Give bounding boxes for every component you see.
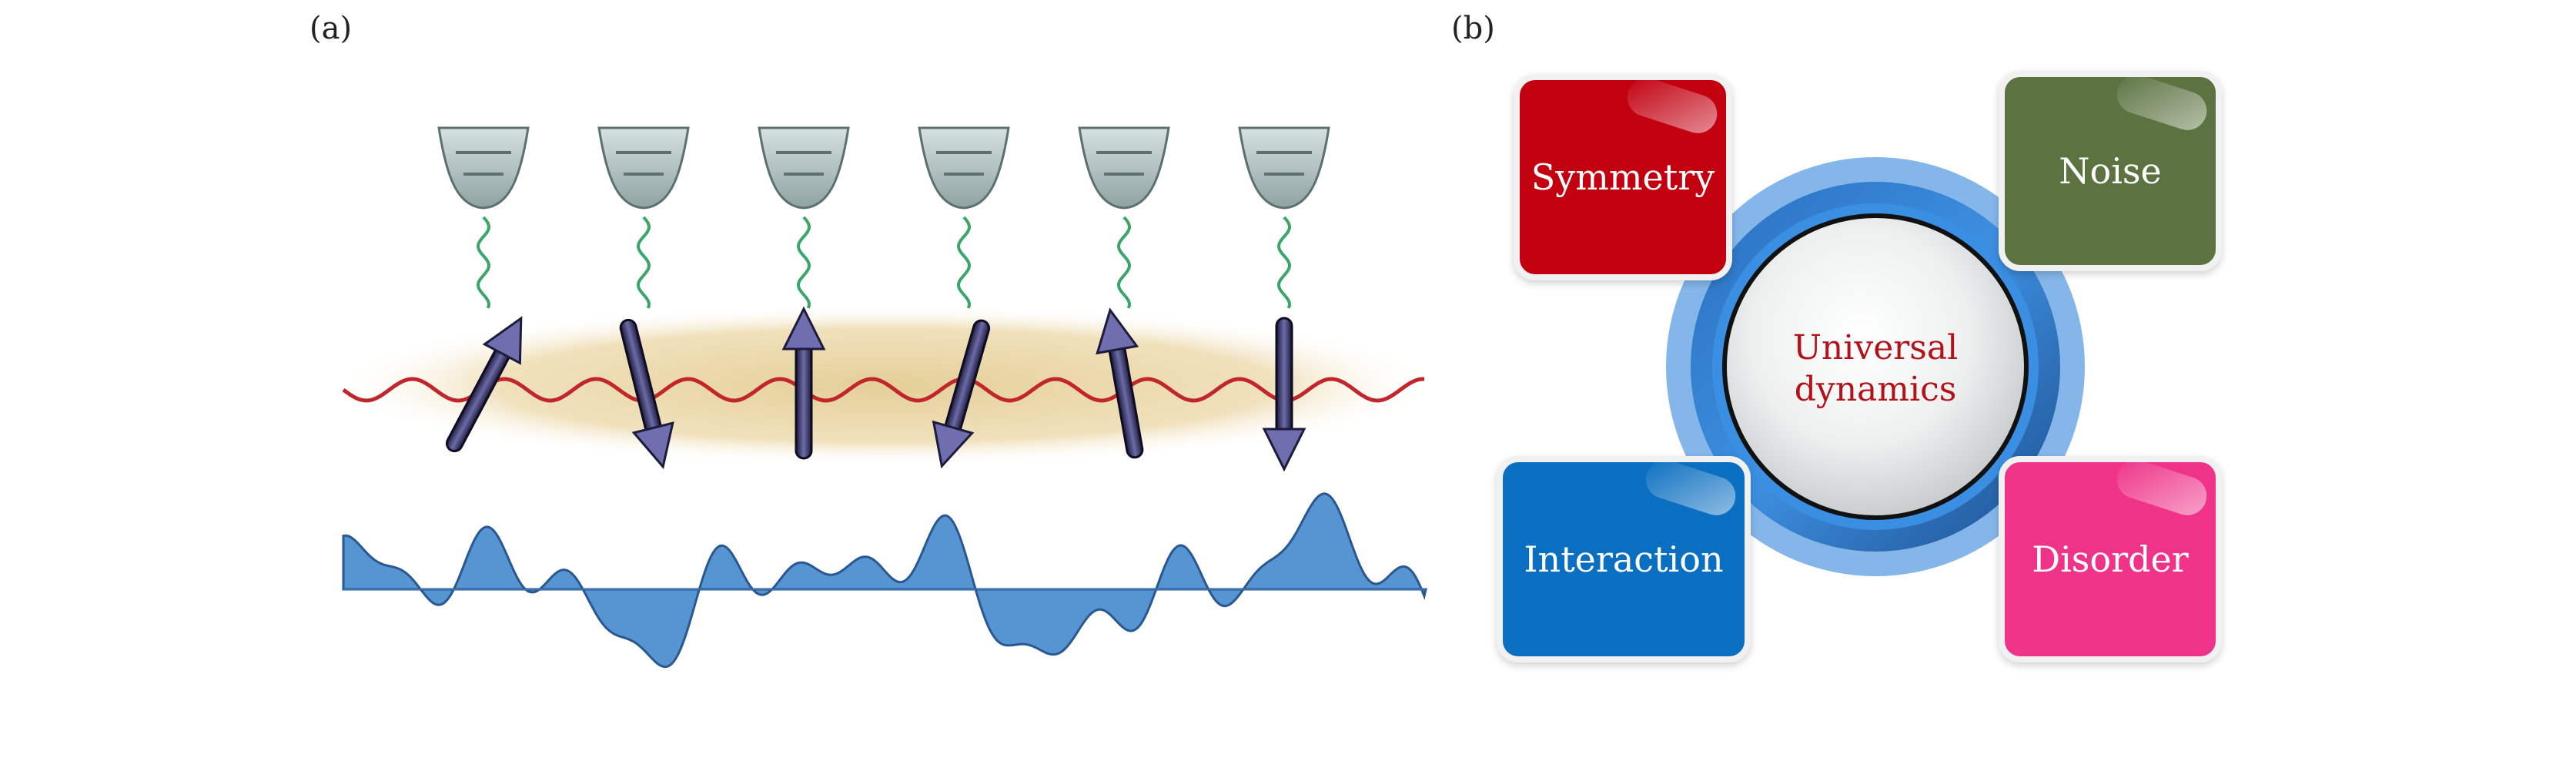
noise-box: Noise: [1999, 71, 2222, 271]
center-label-line2: dynamics: [1794, 370, 1957, 409]
disorder-label: Disorder: [2032, 538, 2189, 580]
spin-arrow-2: [619, 318, 674, 470]
trap-well-2: [597, 126, 690, 210]
trap-well-3: [758, 126, 850, 210]
coupling-wave-2: [636, 216, 651, 309]
coupling-wave-1: [476, 216, 491, 309]
trap-well-5: [1078, 126, 1170, 210]
coupling-wave-6: [1276, 216, 1292, 309]
spin-arrow-1: [445, 316, 523, 453]
panel-label-a: (a): [309, 11, 353, 46]
coupling-wave-3: [796, 216, 811, 309]
symmetry-label: Symmetry: [1531, 156, 1715, 198]
random-field-area: [342, 492, 1427, 669]
spin-arrow-5: [1096, 307, 1144, 459]
panel-label-b: (b): [1451, 11, 1495, 46]
trap-well-4: [918, 126, 1010, 210]
spin-arrow-6: [1262, 317, 1306, 472]
interaction-label: Interaction: [1524, 538, 1724, 580]
center-disc: [1722, 213, 2029, 520]
trap-well-1: [437, 126, 530, 210]
center-label-line1: Universal: [1792, 328, 1959, 367]
spin-arrow-4: [932, 319, 991, 469]
spin-arrow-3: [781, 306, 826, 460]
coupling-wave-4: [956, 216, 972, 309]
interaction-box: Interaction: [1497, 456, 1751, 662]
disorder-box: Disorder: [1999, 456, 2222, 662]
symmetry-box: Symmetry: [1514, 74, 1732, 280]
noise-label: Noise: [2059, 150, 2162, 192]
trap-well-6: [1238, 126, 1330, 210]
center-label: Universal dynamics: [1721, 327, 2029, 411]
photon-wave: [342, 377, 1425, 403]
coupling-wave-5: [1116, 216, 1132, 309]
